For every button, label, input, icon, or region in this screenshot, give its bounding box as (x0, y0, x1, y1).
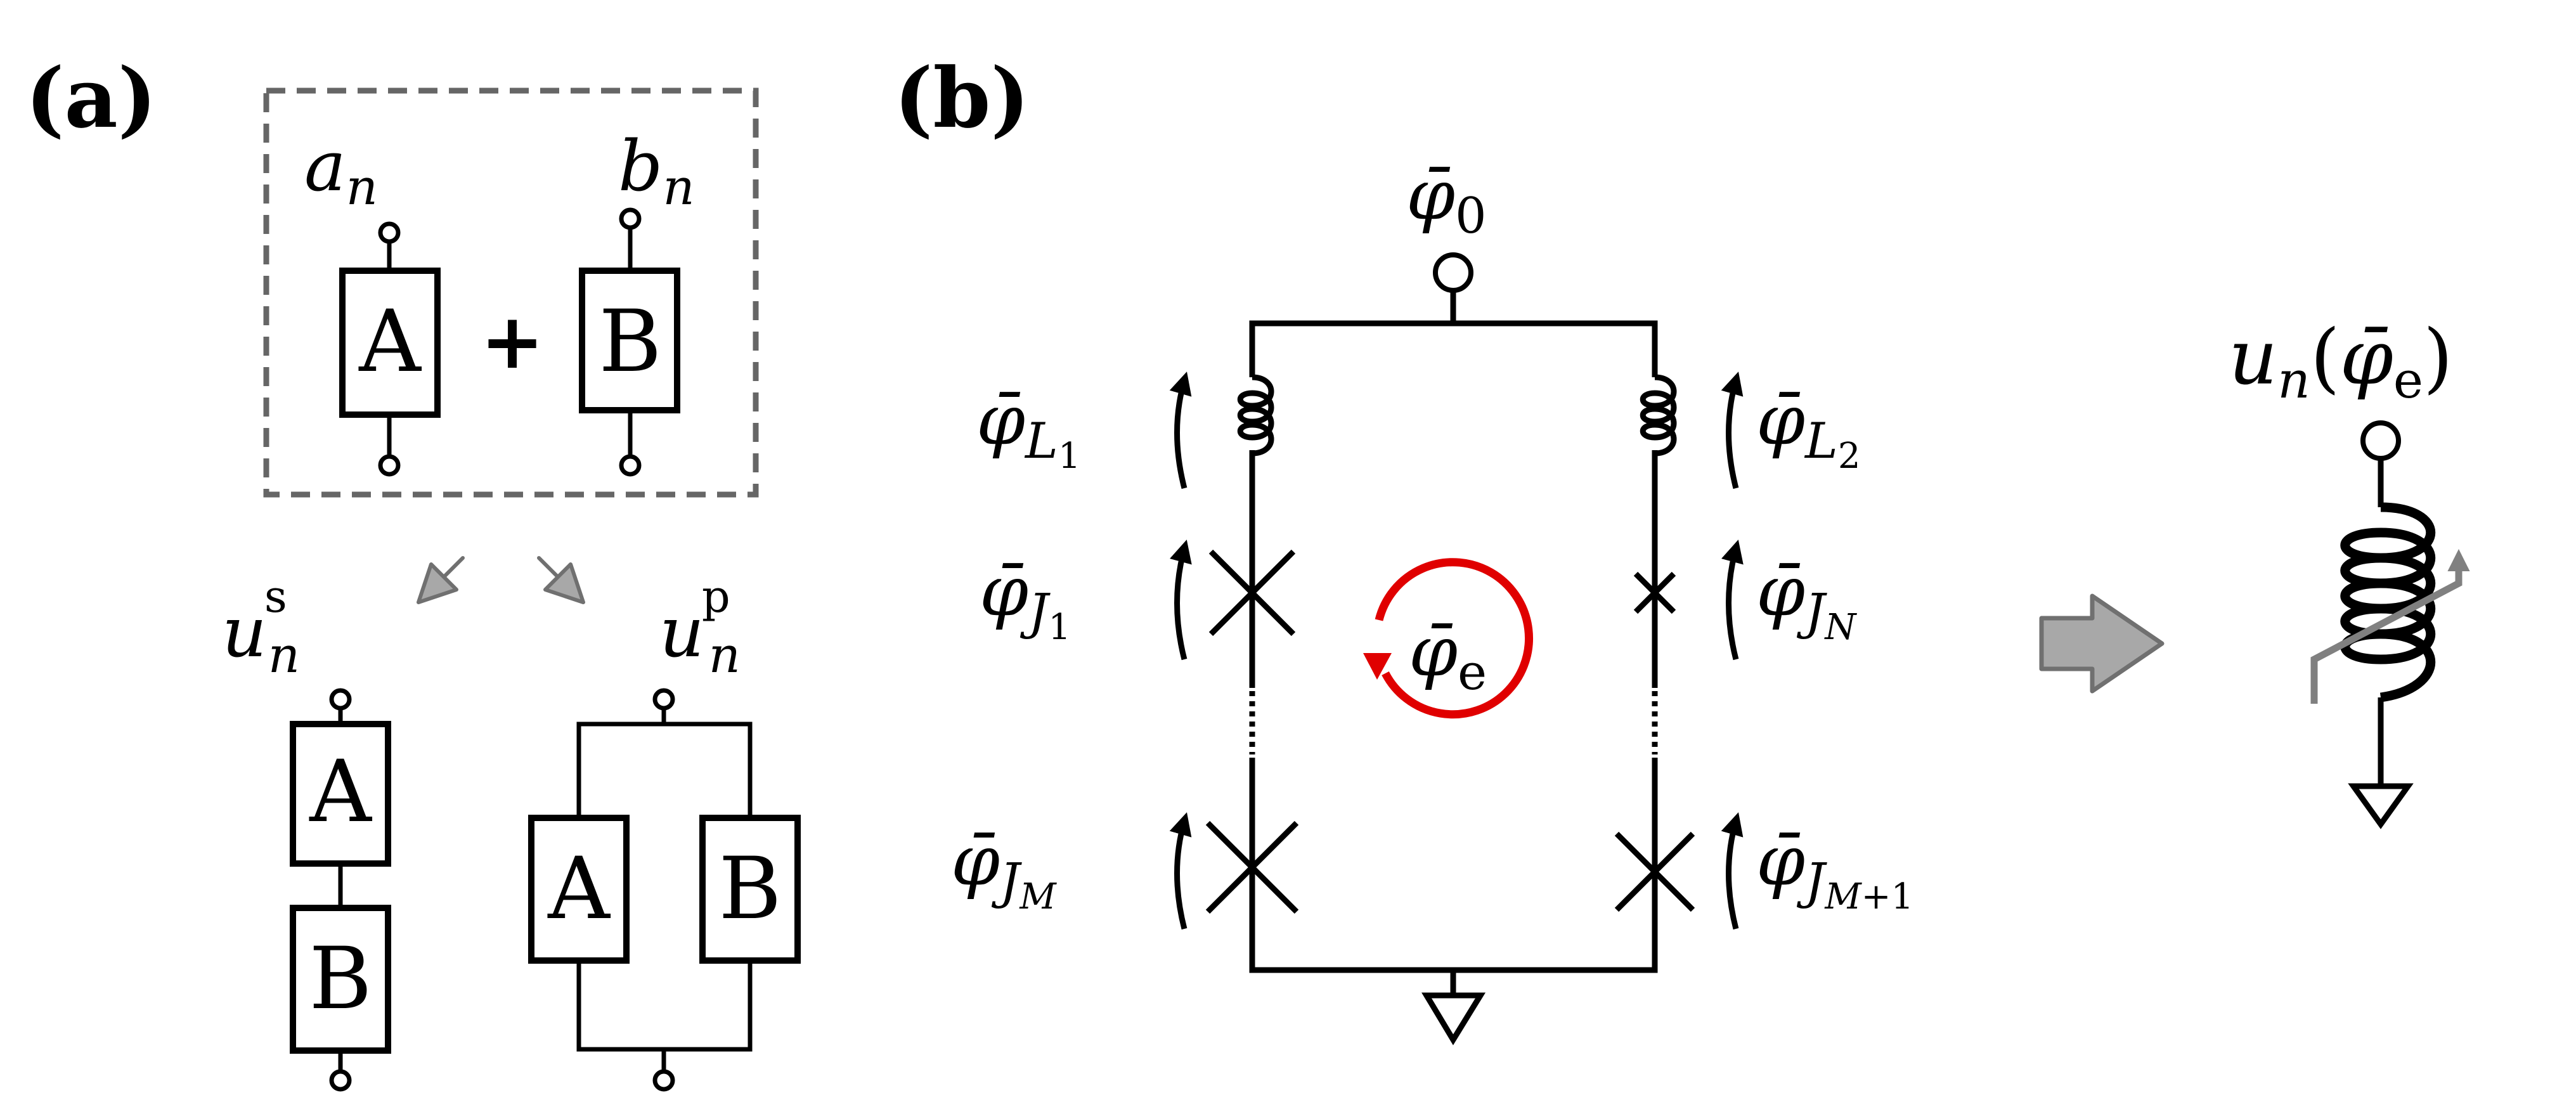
split-arrows (417, 556, 585, 604)
equivalent-label: un(φ̄e) (2229, 314, 2453, 410)
node-top-label: φ̄0 (1406, 154, 1487, 245)
coil-icon (1237, 374, 1274, 456)
arrow-up-icon (1721, 812, 1744, 930)
open-circle-icon (378, 454, 401, 477)
arrow-right-icon (2039, 593, 2165, 694)
terminal-b-label: bn (618, 126, 695, 216)
series-element-a: A (309, 742, 372, 841)
left-junction-top-label: φ̄J1 (980, 550, 1071, 648)
arrow-down-right-icon (537, 556, 585, 604)
arrow-up-icon (1721, 540, 1744, 661)
parallel-element-b: B (718, 839, 781, 938)
arrow-down-left-icon (417, 556, 465, 604)
parallel-element-a: A (547, 839, 611, 938)
junction-left-top (1208, 542, 1296, 637)
equivalent-element: un(φ̄e) (2039, 314, 2470, 829)
bottom-wire (1249, 913, 1658, 973)
open-circle-icon (652, 1069, 675, 1092)
cross-icon (1205, 820, 1299, 914)
ground-triangle-icon (1421, 992, 1486, 1046)
left-inductor-label: φ̄L1 (976, 379, 1080, 477)
open-circle-icon (619, 207, 642, 230)
right-junction-bottom-label: φ̄JM+1 (1756, 820, 1913, 917)
ground-triangle-icon (2348, 783, 2414, 829)
parallel-circuit: A B (528, 688, 801, 1092)
right-junction-top-label: φ̄JN (1756, 550, 1857, 648)
terminal-a-label: an (304, 126, 378, 216)
element-b: B (579, 207, 680, 477)
junction-right-bottom (1614, 818, 1695, 913)
loop-flux-indicator: φ̄e (1363, 558, 1533, 719)
panel-a-label: (a) (25, 49, 157, 146)
coil-icon (1640, 374, 1677, 456)
junction-left-bottom (1205, 818, 1299, 914)
series-element-b: B (309, 929, 372, 1028)
left-inductor (1237, 361, 1274, 491)
open-circle-icon (329, 1069, 352, 1092)
series-circuit: A B (290, 688, 391, 1092)
coil-icon (2340, 502, 2436, 702)
arrow-up-icon (1169, 372, 1192, 489)
right-inductor-label: φ̄L2 (1756, 379, 1860, 477)
arrow-up-icon (1169, 812, 1192, 930)
panel-b: (b) φ̄0 (894, 49, 1913, 1046)
open-circle-icon (2360, 420, 2401, 461)
cross-icon (1633, 571, 1676, 614)
loop-flux-label: φ̄e (1409, 611, 1487, 701)
tunable-arrow-icon (2310, 548, 2470, 704)
panel-b-label: (b) (894, 49, 1030, 146)
right-inductor (1640, 361, 1677, 491)
open-circle-icon (329, 688, 352, 711)
element-a-letter: A (358, 292, 422, 391)
element-a: A (339, 221, 441, 477)
open-circle-icon (619, 454, 642, 477)
junction-right-top (1633, 555, 1676, 625)
plus-sign: + (481, 298, 545, 386)
open-circle-icon (378, 221, 401, 244)
panel-a: (a) an bn A + B (25, 49, 801, 1092)
dashed-group-box (263, 87, 759, 498)
cross-icon (1208, 549, 1296, 637)
arrow-up-icon (1169, 540, 1192, 661)
arrow-up-icon (1721, 372, 1744, 489)
element-b-letter: B (599, 292, 661, 391)
circular-arrow-icon (1375, 558, 1533, 719)
cross-icon (1614, 831, 1695, 912)
open-circle-icon (652, 688, 675, 711)
left-junction-bottom-label: φ̄JM (951, 820, 1057, 917)
top-wire (1249, 320, 1658, 361)
phase-arrows (1169, 372, 1744, 930)
open-circle-icon (1433, 252, 1473, 293)
